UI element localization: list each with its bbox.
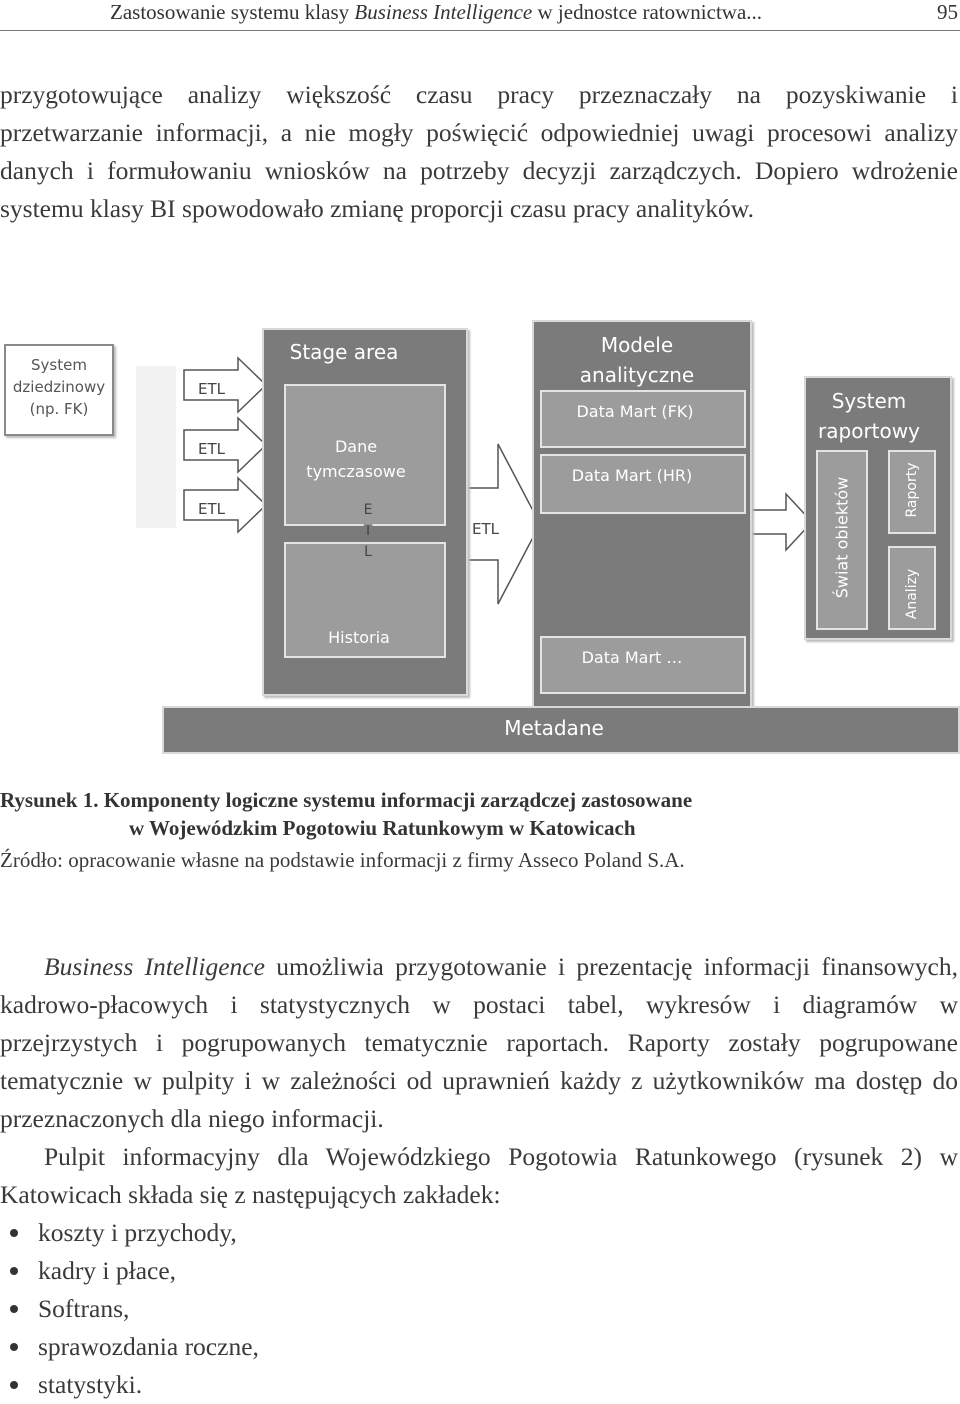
data-mart-more-box: Data Mart … bbox=[540, 636, 746, 694]
etl-arrow-1 bbox=[183, 356, 268, 414]
list-item: koszty i przychody, bbox=[0, 1214, 958, 1252]
list-item: Softrans, bbox=[0, 1290, 958, 1328]
data-mart-fk-label: Data Mart (FK) bbox=[576, 402, 694, 421]
paragraph-bi: Business Intelligence umożliwia przygoto… bbox=[0, 952, 958, 1133]
etl-vertical-label: E T L bbox=[363, 502, 373, 560]
list-item: sprawozdania roczne, bbox=[0, 1328, 958, 1366]
etl-label-3: ETL bbox=[198, 500, 225, 518]
temp-data-box: Dane tymczasowe bbox=[284, 384, 446, 526]
etl-main-label: ETL bbox=[472, 520, 499, 538]
paragraph-dashboard: Pulpit informacyjny dla Wojewódzkiego Po… bbox=[0, 1142, 958, 1209]
temp-data-line1: Dane bbox=[334, 437, 378, 456]
source-system-line1: System bbox=[31, 356, 87, 374]
etl-label-1: ETL bbox=[198, 380, 225, 398]
object-world-box: Świat obiektów bbox=[816, 450, 868, 630]
source-divider bbox=[136, 366, 176, 528]
data-mart-fk-box: Data Mart (FK) bbox=[540, 390, 746, 448]
etl-label-2: ETL bbox=[198, 440, 225, 458]
caption-line1: Rysunek 1. Komponenty logiczne systemu i… bbox=[0, 788, 693, 812]
data-mart-hr-box: Data Mart (HR) bbox=[540, 454, 746, 514]
figure-bi-components: System dziedzinowy (np. FK) ETL ETL ETL … bbox=[0, 310, 960, 770]
etl-arrow-3 bbox=[183, 476, 268, 534]
metadata-label: Metadane bbox=[504, 716, 604, 740]
source-system-box: System dziedzinowy (np. FK) bbox=[4, 344, 114, 436]
object-world-label: Świat obiektów bbox=[832, 476, 852, 599]
metadata-box: Metadane bbox=[162, 706, 960, 754]
figure-source: Źródło: opracowanie własne na podstawie … bbox=[0, 848, 685, 872]
models-title-line1: Modele bbox=[600, 333, 674, 357]
running-title: Zastosowanie systemu klasy Business Inte… bbox=[110, 0, 763, 24]
tabs-list: koszty i przychody, kadry i płace, Softr… bbox=[0, 1214, 958, 1404]
reporting-title-line1: System bbox=[831, 389, 907, 413]
caption-line2: w Wojewódzkim Pogotowiu Ratunkowym w Kat… bbox=[129, 816, 636, 840]
reports-box: Raporty bbox=[888, 450, 936, 534]
data-mart-more-label: Data Mart … bbox=[581, 648, 683, 667]
data-mart-hr-label: Data Mart (HR) bbox=[571, 466, 693, 485]
running-head: Zastosowanie systemu klasy Business Inte… bbox=[0, 0, 960, 31]
analyses-box: Analizy bbox=[888, 546, 936, 630]
reports-label: Raporty bbox=[904, 462, 920, 518]
source-system-line2: dziedzinowy bbox=[12, 378, 106, 396]
list-item: kadry i płace, bbox=[0, 1252, 958, 1290]
models-title-line2: analityczne bbox=[579, 363, 695, 387]
paragraph-intro: przygotowujące analizy większość czasu p… bbox=[0, 80, 958, 223]
list-item: statystyki. bbox=[0, 1366, 958, 1404]
etl-arrow-main bbox=[461, 443, 541, 605]
reporting-title-line2: raportowy bbox=[818, 419, 920, 443]
etl-arrow-2 bbox=[183, 416, 268, 474]
page-number: 95 bbox=[937, 0, 958, 24]
history-label: Historia bbox=[328, 628, 390, 647]
temp-data-line2: tymczasowe bbox=[306, 462, 406, 481]
history-box: Historia bbox=[284, 542, 446, 658]
source-system-line3: (np. FK) bbox=[29, 400, 89, 418]
analyses-label: Analizy bbox=[904, 568, 920, 620]
stage-area-title: Stage area bbox=[289, 340, 399, 364]
